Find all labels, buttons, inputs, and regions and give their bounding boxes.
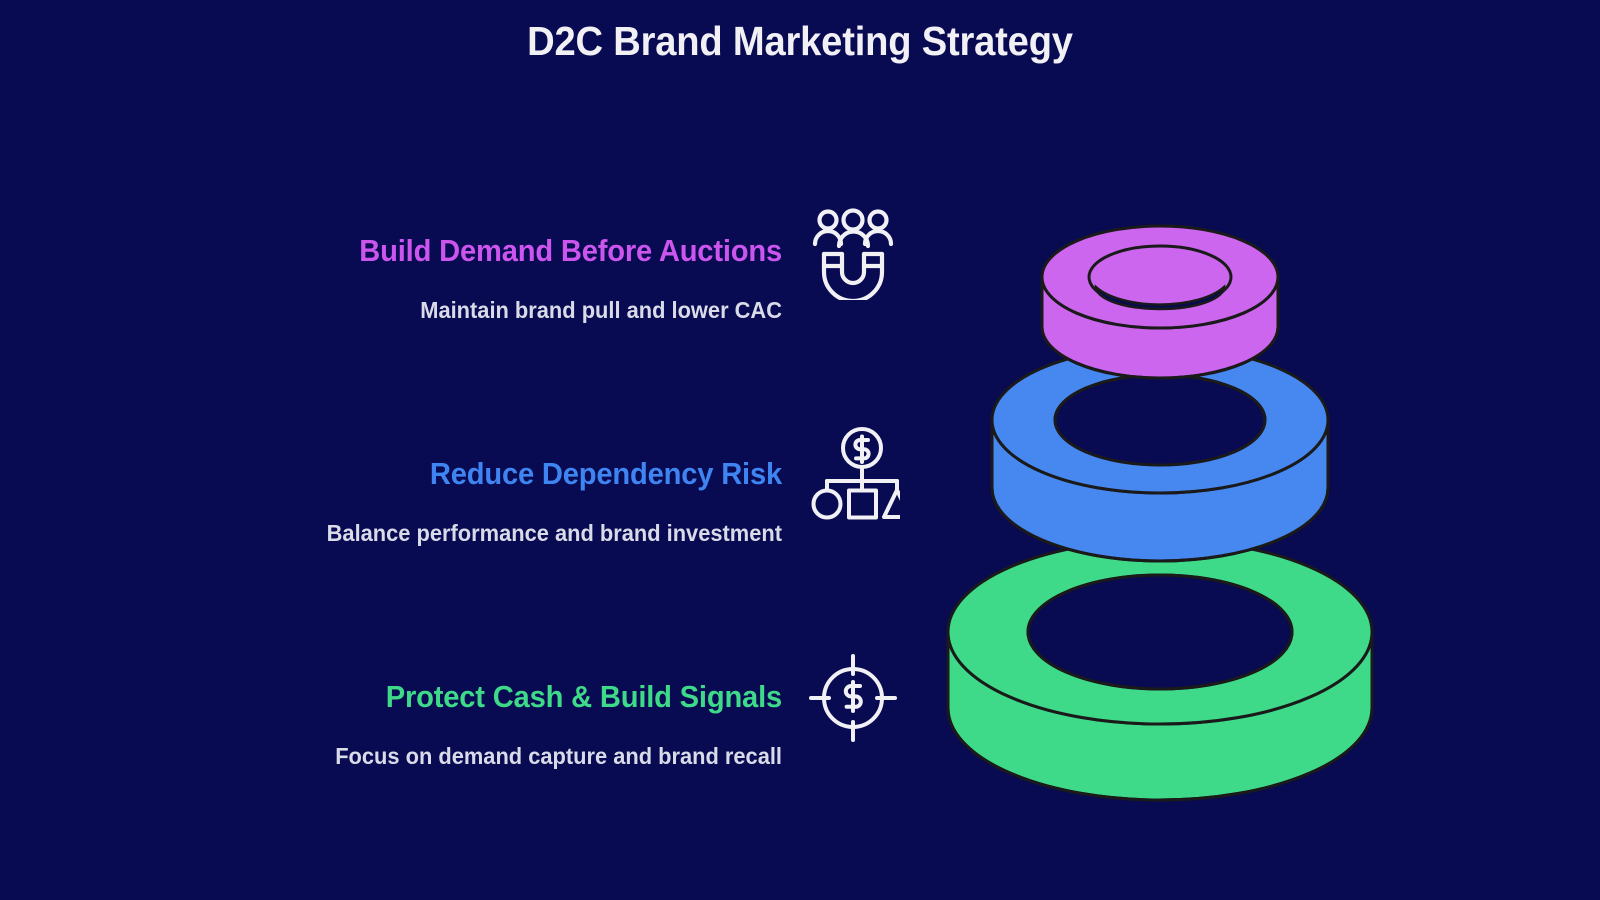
strategy-heading-2: Reduce Dependency Risk xyxy=(429,456,782,491)
strategy-subtitle-1: Maintain brand pull and lower CAC xyxy=(420,296,782,323)
strategy-row-2: Reduce Dependency Risk Balance performan… xyxy=(0,456,783,547)
strategy-heading-3: Protect Cash & Build Signals xyxy=(385,679,782,714)
strategy-row-3: Protect Cash & Build Signals Focus on de… xyxy=(0,679,782,770)
top-ring xyxy=(1040,224,1280,380)
strategy-subtitle-2: Balance performance and brand investment xyxy=(326,519,782,546)
strategy-heading-1: Build Demand Before Auctions xyxy=(359,233,782,268)
strategy-row-1: Build Demand Before Auctions Maintain br… xyxy=(0,233,782,324)
stacked-3d-rings-graphic xyxy=(900,180,1420,880)
middle-ring xyxy=(990,345,1330,563)
dollar-crosshair-target-icon xyxy=(798,643,908,753)
dollar-allocation-tree-icon xyxy=(798,420,908,530)
page-title: D2C Brand Marketing Strategy xyxy=(527,18,1073,64)
bottom-ring xyxy=(946,538,1374,802)
people-magnet-icon xyxy=(798,197,908,307)
strategy-subtitle-3: Focus on demand capture and brand recall xyxy=(335,742,782,769)
